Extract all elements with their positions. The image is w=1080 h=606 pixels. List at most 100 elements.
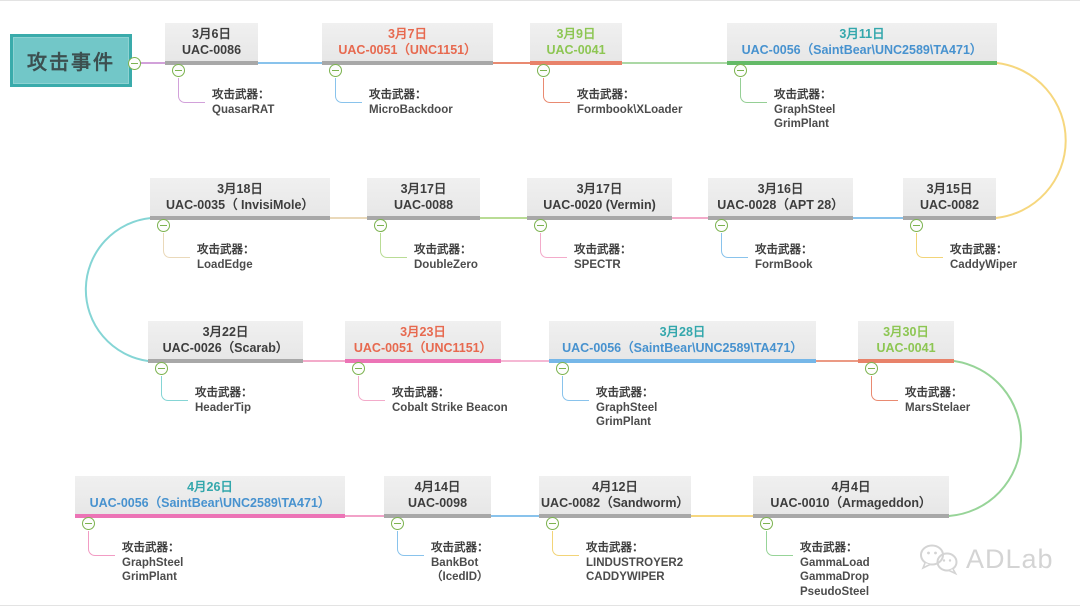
weapon-label-prefix: 攻击武器： xyxy=(122,542,180,554)
weapon-connector xyxy=(543,78,570,103)
weapon-label: 攻击武器：FormBook xyxy=(755,243,813,272)
weapon-name: GraphSteel xyxy=(122,556,184,569)
weapon-label-prefix: 攻击武器： xyxy=(586,542,644,554)
timeline-segment xyxy=(853,217,903,219)
node-date: 3月16日 xyxy=(757,182,804,196)
row2-row3-curve xyxy=(84,217,152,362)
timeline-segment xyxy=(672,217,709,219)
weapon-label: 攻击武器：SPECTR xyxy=(574,243,632,272)
node-uac-id: UAC-0088 xyxy=(393,198,454,212)
node-uac-id: UAC-0056（SaintBear\UNC2589\TA471） xyxy=(89,496,331,510)
node-marker-icon xyxy=(734,64,747,77)
node-marker-icon xyxy=(157,219,170,232)
timeline-segment xyxy=(501,360,550,362)
date-box: 4月4日 UAC-0010（Armageddon） xyxy=(753,476,949,518)
node-marker-icon xyxy=(82,517,95,530)
weapon-label-prefix: 攻击武器： xyxy=(774,89,832,101)
node-marker-icon xyxy=(352,362,365,375)
attack-events-title: 攻击事件 xyxy=(27,52,115,74)
weapon-label-prefix: 攻击武器： xyxy=(414,244,472,256)
weapon-name: QuasarRAT xyxy=(212,103,275,116)
weapon-label: 攻击武器：Cobalt Strike Beacon xyxy=(392,386,508,415)
timeline-segment xyxy=(480,217,527,219)
weapon-name: GammaLoad xyxy=(800,556,870,569)
weapon-label-prefix: 攻击武器： xyxy=(905,387,963,399)
weapon-connector xyxy=(161,376,188,401)
weapon-label-prefix: 攻击武器： xyxy=(950,244,1008,256)
weapon-name: LoadEdge xyxy=(197,258,253,271)
node-marker-icon xyxy=(534,219,547,232)
node-date: 4月26日 xyxy=(187,480,233,494)
wechat-icon xyxy=(920,544,958,576)
weapon-connector xyxy=(766,531,793,556)
node-marker-icon xyxy=(172,64,185,77)
node-date: 3月23日 xyxy=(400,325,446,339)
weapon-name: BankBot xyxy=(431,556,479,569)
node-date: 4月4日 xyxy=(831,480,871,494)
weapon-name: LINDUSTROYER2 xyxy=(586,556,684,569)
attack-events-title-box: 攻击事件 xyxy=(10,34,132,87)
weapon-label-prefix: 攻击武器： xyxy=(197,244,255,256)
timeline-segment xyxy=(691,515,754,517)
weapon-name: Formbook\XLoader xyxy=(577,103,683,116)
weapon-label: 攻击武器：HeaderTip xyxy=(195,386,253,415)
node-uac-id: UAC-0051（UNC1151） xyxy=(353,341,493,355)
weapon-name: DoubleZero xyxy=(414,258,478,271)
weapon-connector xyxy=(178,78,205,103)
node-marker-icon xyxy=(760,517,773,530)
timeline-segment xyxy=(303,360,346,362)
node-uac-id: UAC-0020 (Vermin) xyxy=(543,198,656,212)
weapon-label: 攻击武器： MicroBackdoor xyxy=(369,88,453,117)
weapon-connector xyxy=(721,233,748,258)
node-uac-id: UAC-0041 xyxy=(876,341,936,355)
weapon-label: 攻击武器：QuasarRAT xyxy=(212,88,274,117)
weapon-label-prefix: 攻击武器： xyxy=(800,542,858,554)
timeline-segment xyxy=(258,62,323,64)
weapon-connector xyxy=(358,376,385,401)
node-marker-icon xyxy=(546,517,559,530)
date-box: 3月17日 UAC-0088 xyxy=(367,178,480,220)
weapon-label: 攻击武器：Formbook\XLoader xyxy=(577,88,682,117)
date-box: 4月26日 UAC-0056（SaintBear\UNC2589\TA471） xyxy=(75,476,345,518)
weapon-label-prefix: 攻击武器： xyxy=(369,89,427,101)
node-uac-id: UAC-0056（SaintBear\UNC2589\TA471） xyxy=(741,43,983,57)
weapon-name: GammaDrop xyxy=(800,571,870,583)
weapon-label-prefix: 攻击武器： xyxy=(195,387,253,399)
weapon-name: PseudoSteel xyxy=(800,585,870,598)
weapon-connector xyxy=(397,531,424,556)
weapon-connector xyxy=(163,233,190,258)
node-date: 3月17日 xyxy=(400,182,447,196)
weapon-connector xyxy=(540,233,567,258)
node-uac-id: UAC-0082（Sandworm） xyxy=(541,496,689,510)
weapon-name: GrimPlant xyxy=(596,416,651,428)
node-uac-id: UAC-0056（SaintBear\UNC2589\TA471） xyxy=(562,341,803,355)
row1-row2-curve xyxy=(995,62,1067,219)
weapon-connector xyxy=(562,376,589,401)
node-uac-id: UAC-0010（Armageddon） xyxy=(770,496,932,510)
node-uac-id: UAC-0041 xyxy=(546,43,606,57)
weapon-name: MicroBackdoor xyxy=(369,103,453,116)
weapon-name: GraphSteel xyxy=(596,401,658,414)
node-date: 3月7日 xyxy=(388,27,427,41)
weapon-label: 攻击武器： DoubleZero xyxy=(414,243,478,272)
node-date: 3月11日 xyxy=(839,27,885,41)
node-date: 3月22日 xyxy=(202,325,249,339)
weapon-connector xyxy=(871,376,898,401)
date-box: 4月12日 UAC-0082（Sandworm） xyxy=(539,476,691,518)
node-uac-id: UAC-0098 xyxy=(407,496,468,510)
weapon-label: 攻击武器：BankBot（IcedID） xyxy=(431,541,489,585)
weapon-label-prefix: 攻击武器： xyxy=(392,387,450,399)
node-date: 4月12日 xyxy=(592,480,638,494)
